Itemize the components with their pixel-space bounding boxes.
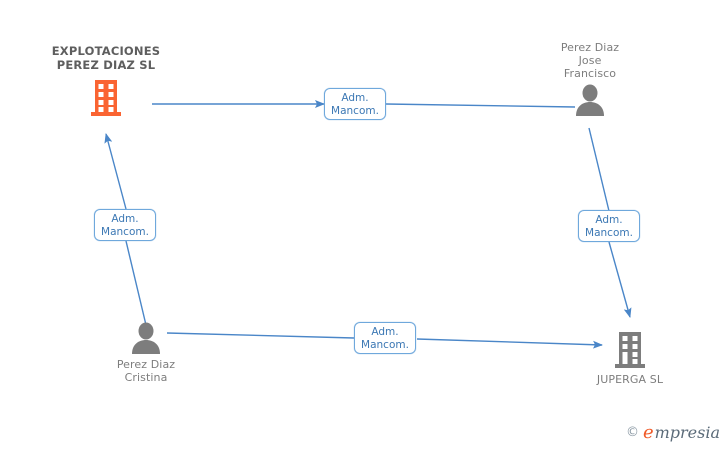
node-juperga-sl[interactable]: JUPERGA SL [562, 330, 698, 386]
edge-cristina-to-juperga [166, 332, 603, 349]
edge-jose-francisco-to-juperga [588, 127, 632, 318]
watermark-brand-initial: e [642, 422, 654, 443]
node-perez-diaz-cristina[interactable]: Perez Diaz Cristina [78, 322, 214, 384]
person-icon [78, 322, 214, 354]
edge-jose-francisco-to-explotaciones [152, 100, 576, 108]
person-icon [520, 84, 660, 116]
node-label-jose-francisco: Perez Diaz Jose Francisco [560, 41, 620, 80]
watermark-brand-rest: mpresia [654, 423, 720, 442]
edge-cristina-to-explotaciones [104, 133, 147, 326]
node-label-juperga: JUPERGA SL [596, 373, 664, 386]
node-label-explotaciones: EXPLOTACIONES PEREZ DIAZ SL [51, 44, 161, 72]
building-icon [562, 330, 698, 370]
node-perez-diaz-jose-francisco[interactable]: Perez Diaz Jose Francisco [520, 41, 660, 116]
edge-label-jose-francisco-to-explotaciones[interactable]: Adm. Mancom. [324, 88, 386, 120]
node-label-cristina: Perez Diaz Cristina [116, 358, 176, 384]
node-explotaciones-perez-diaz-sl[interactable]: EXPLOTACIONES PEREZ DIAZ SL [26, 44, 186, 118]
copyright-icon: © [625, 425, 639, 440]
building-icon [26, 78, 186, 118]
edge-label-cristina-to-explotaciones[interactable]: Adm. Mancom. [94, 209, 156, 241]
edge-label-cristina-to-juperga[interactable]: Adm. Mancom. [354, 322, 416, 354]
watermark-empresia: © e mpresia [626, 424, 720, 442]
edge-label-jose-francisco-to-juperga[interactable]: Adm. Mancom. [578, 210, 640, 242]
